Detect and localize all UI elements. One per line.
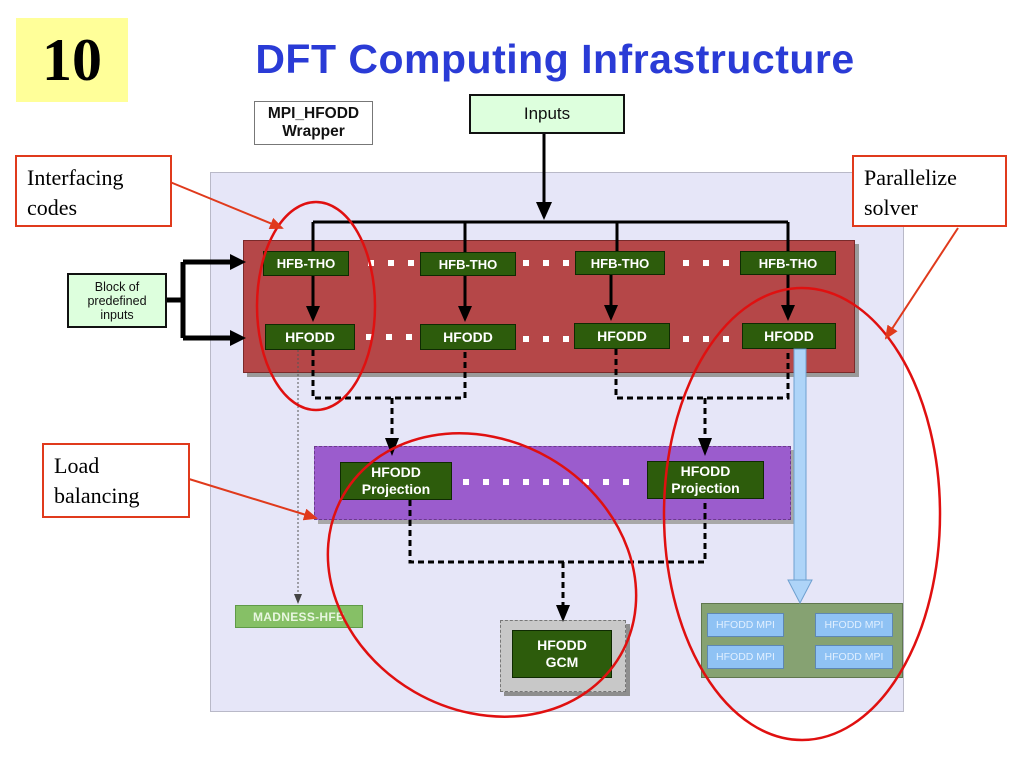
inputs-arrow-head: [536, 202, 552, 220]
parallelize-callout-arrow: [884, 227, 959, 340]
gcm-line2: GCM: [545, 654, 579, 670]
interfacing-callout-arrow: [169, 181, 284, 229]
load-balancing-callout-arrow: [188, 478, 318, 521]
projection-2-line2: Projection: [671, 480, 740, 496]
load-balancing-line1: Load: [54, 453, 100, 478]
wrapper-label-line2: Wrapper: [282, 123, 345, 140]
hfbtho-box-1: HFB-THO: [263, 251, 349, 276]
block-inputs-line2: predefined: [87, 293, 147, 308]
hfodd-to-projection-dashed: [311, 349, 790, 608]
interfacing-line2: codes: [27, 195, 78, 220]
solver-row-separators: [366, 260, 729, 342]
interfacing-ellipse: [255, 200, 377, 412]
madness-hfb-box: MADNESS-HFB: [235, 605, 363, 628]
load-balancing-ellipse: [326, 432, 638, 718]
parallelize-ellipse: [662, 286, 942, 742]
mpi-hfodd-wrapper-label: MPI_HFODD Wrapper: [254, 101, 373, 145]
block-of-predefined-inputs-box: Block of predefined inputs: [67, 273, 167, 328]
hfodd-mpi-box-1: HFODD MPI: [707, 613, 784, 637]
hfodd-box-2: HFODD: [420, 324, 516, 350]
load-balancing-line2: balancing: [54, 483, 140, 508]
inputs-box: Inputs: [469, 94, 625, 134]
slide-number: 10: [42, 26, 102, 93]
block-inputs-line3: inputs: [100, 307, 134, 322]
block-inputs-bracket: [167, 259, 232, 341]
hfodd-box-3: HFODD: [574, 323, 670, 349]
parallelize-line2: solver: [864, 195, 918, 220]
projection-1-line2: Projection: [361, 481, 431, 497]
mpi-blue-arrow: [787, 348, 813, 605]
projection-2-line1: HFODD: [680, 463, 731, 479]
load-balancing-callout: Load balancing: [42, 443, 190, 518]
hfodd-mpi-box-4: HFODD MPI: [815, 645, 893, 669]
hfbtho-box-3: HFB-THO: [575, 251, 665, 275]
projection-row-separators: [463, 479, 629, 485]
hfodd-box-4: HFODD: [742, 323, 836, 349]
projection-1-line1: HFODD: [371, 464, 421, 480]
interfacing-codes-callout: Interfacing codes: [15, 155, 172, 227]
parallelize-solver-callout: Parallelize solver: [852, 155, 1007, 227]
hfbtho-box-4: HFB-THO: [740, 251, 836, 275]
inputs-label: Inputs: [523, 104, 571, 123]
interfacing-line1: Interfacing: [27, 165, 124, 190]
hfodd-mpi-box-2: HFODD MPI: [815, 613, 893, 637]
hfodd-box-1: HFODD: [265, 324, 355, 350]
wrapper-label-line1: MPI_HFODD: [267, 105, 360, 122]
hfbtho-box-2: HFB-THO: [420, 252, 516, 276]
slide-number-badge: 10: [16, 18, 128, 102]
gcm-line1: HFODD: [537, 637, 587, 653]
slide-title: DFT Computing Infrastructure: [255, 36, 855, 82]
hfodd-mpi-box-3: HFODD MPI: [707, 645, 784, 669]
parallelize-line1: Parallelize: [864, 165, 957, 190]
block-inputs-line1: Block of: [94, 279, 140, 294]
highlight-ellipses: [255, 200, 942, 742]
hfbtho-to-hfodd-arrows: [311, 275, 790, 312]
